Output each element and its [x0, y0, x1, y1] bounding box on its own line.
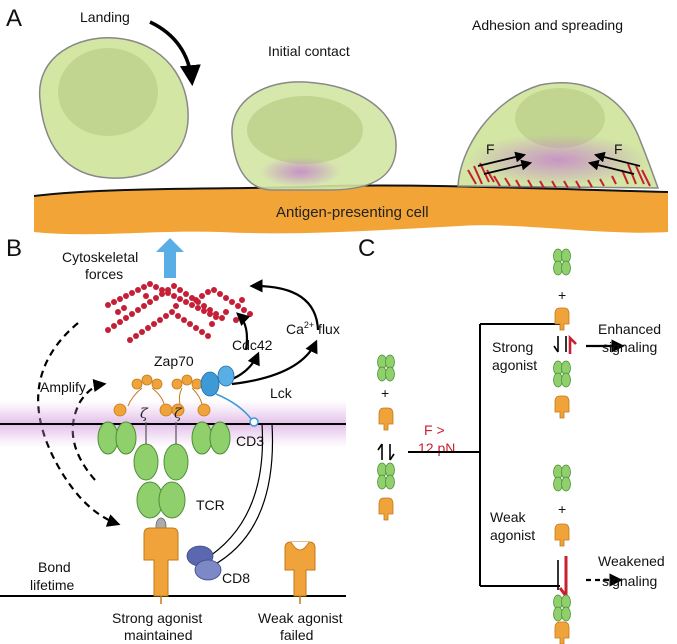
stage-landing: Landing [80, 9, 130, 25]
arrow-to-cdc42-actin [236, 312, 251, 351]
bond-label-2: lifetime [30, 577, 75, 593]
svg-text:maintained: maintained [124, 627, 193, 643]
cytoskeletal-label-2: forces [85, 266, 123, 282]
pmhc-weak [284, 541, 316, 597]
pmhc-bound-bottom [554, 621, 570, 644]
force-label-left: F [486, 141, 495, 157]
spreading-zone [468, 134, 648, 186]
pmhc-bound-top [554, 395, 570, 419]
equilibrium-left [377, 443, 395, 461]
force-threshold-1: F > [424, 422, 445, 438]
force-threshold-2: 12 pN [418, 440, 455, 456]
cd8-stalk-2 [211, 423, 274, 567]
plus-top: + [558, 287, 566, 303]
tcr-free-bottom [553, 464, 571, 492]
pmhc-weak-cup [290, 541, 310, 551]
pmhc-free-left [378, 407, 394, 431]
cd3-label: CD3 [236, 433, 264, 449]
strong-agonist-c-1: Strong [492, 339, 533, 355]
force-arrow-left-2 [483, 159, 533, 175]
antigen-presenting-cell [34, 185, 668, 235]
cd8-domain-2 [194, 559, 222, 581]
lck-kinase-2 [217, 365, 235, 387]
weak-agonist-c-1: Weak [490, 509, 527, 525]
strong-agonist-c-2: agonist [492, 357, 537, 373]
pmhc-bound-left [378, 497, 394, 521]
amplify-label: Amplify [40, 379, 86, 395]
bias-arrow-bottom [558, 556, 568, 601]
tcr-bound-bottom [553, 594, 571, 622]
weakened-label-1: Weakened [598, 553, 665, 569]
plus-left: + [381, 385, 389, 401]
tcr-free-left [377, 354, 395, 382]
contact-zone [260, 157, 340, 187]
landing-arrow [149, 20, 201, 87]
zap70-label: Zap70 [154, 353, 194, 369]
arrow-to-ca-flux [231, 339, 318, 386]
panel-label-b: B [6, 235, 22, 262]
plus-bottom: + [558, 501, 566, 517]
enhanced-label-1: Enhanced [598, 321, 661, 337]
nucleus-landing [58, 48, 158, 136]
svg-text:Strong agonist: Strong agonist [112, 610, 202, 626]
pmhc-free-top [554, 307, 570, 331]
ca-flux-label: Ca2+ flux [286, 320, 340, 337]
up-arrow-icon [156, 238, 184, 278]
weakened-label-2: signaling [602, 573, 657, 589]
stage-contact: Initial contact [268, 43, 350, 59]
panel-label-c: C [358, 235, 375, 262]
weak-agonist-label: Weak agonist failed [258, 596, 343, 643]
strong-agonist-label: Strong agonist maintained [112, 596, 202, 643]
zap70-itams [113, 374, 211, 417]
lck-tether [215, 393, 253, 421]
pmhc-free-bottom [554, 523, 570, 547]
zeta-1: ζ [140, 406, 149, 422]
nucleus-spreading [515, 88, 605, 148]
force-label-right: F [614, 141, 623, 157]
actin-network [105, 281, 253, 343]
svg-text:failed: failed [280, 627, 313, 643]
cytoskeletal-label-1: Cytoskeletal [62, 249, 138, 265]
pmhc-strong [143, 527, 179, 597]
lck-kinase [200, 371, 220, 397]
cd8-stalk-1 [203, 423, 264, 561]
force-arrow-right-1 [593, 151, 641, 167]
feedback-arrow-to-actin [249, 279, 320, 331]
equilibrium-top [553, 336, 567, 353]
tcr-bound-left [377, 462, 395, 490]
itam-tethers [127, 387, 203, 407]
enhanced-label-2: signaling [602, 339, 657, 355]
apc-label: Antigen-presenting cell [276, 204, 429, 221]
weak-agonist-c-2: agonist [490, 527, 535, 543]
cd8-label: CD8 [222, 570, 250, 586]
actin-cortex [467, 162, 651, 189]
tcr-bound-top [553, 360, 571, 388]
panel-label-a: A [6, 5, 22, 32]
force-arrow-left-1 [477, 151, 527, 167]
amplify-dashed-arrow-outer [37, 322, 121, 527]
nucleus-contact [247, 96, 363, 164]
tcr-free-top [553, 248, 571, 276]
lck-anchor [249, 417, 259, 427]
tcr-label: TCR [196, 497, 225, 513]
cd3-complex [97, 421, 231, 519]
force-arrow-right-2 [587, 159, 635, 175]
zeta-2: ζ [174, 406, 183, 422]
svg-text:Weak agonist: Weak agonist [258, 610, 343, 626]
bias-arrow-top [568, 334, 577, 354]
bond-label-1: Bond [38, 559, 71, 575]
cdc42-label: Cdc42 [232, 337, 273, 353]
stage-spreading: Adhesion and spreading [472, 17, 623, 33]
lck-label: Lck [270, 385, 293, 401]
cd3-stalks [145, 422, 177, 444]
